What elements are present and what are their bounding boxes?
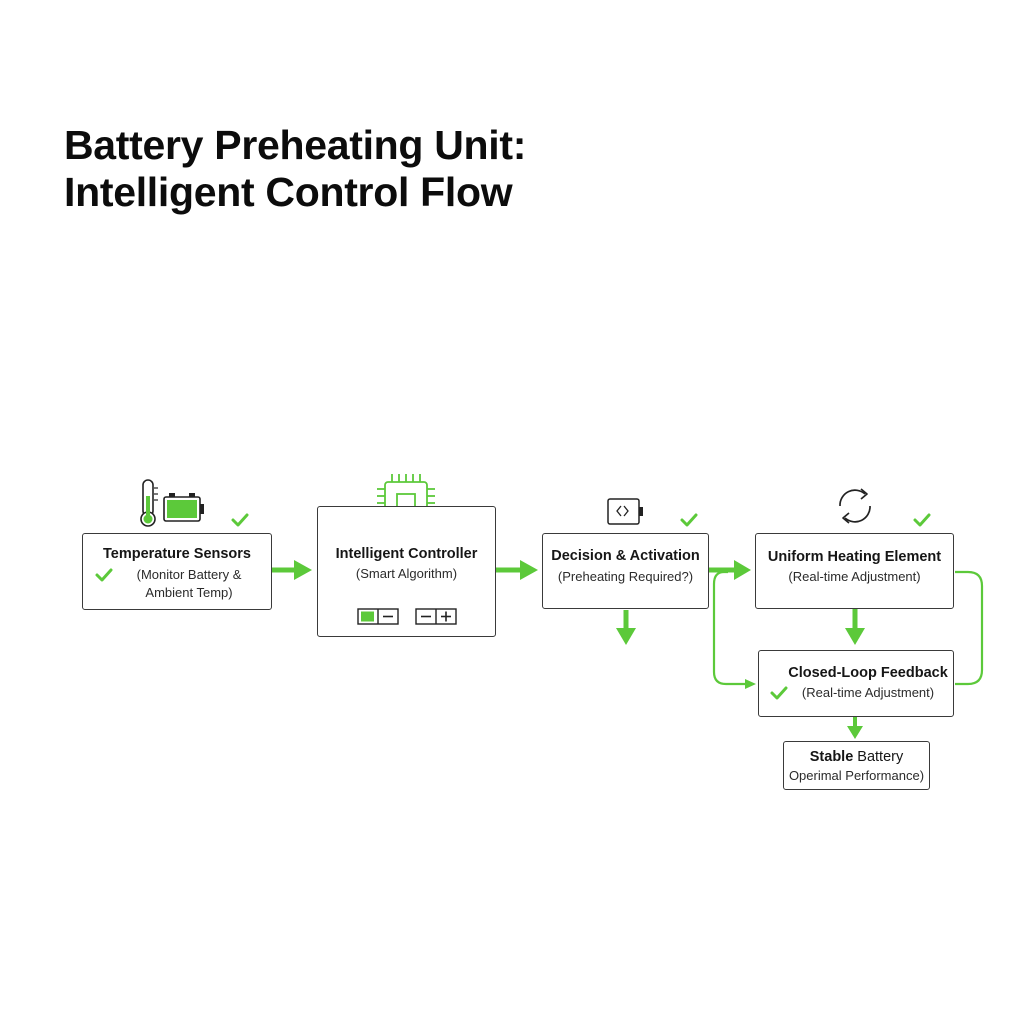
- node-title: Stable Battery: [784, 749, 929, 765]
- check-icon: [231, 513, 249, 527]
- loop-left-arrowhead: [745, 679, 756, 689]
- node-title: Temperature Sensors: [102, 546, 251, 562]
- loop-right-connector: [955, 570, 984, 686]
- toggle-icon: [357, 608, 399, 625]
- check-icon: [95, 568, 113, 582]
- refresh-icon: [839, 488, 871, 524]
- loop-left-connector: [712, 570, 746, 686]
- closed-loop-feedback-node: Closed-Loop Feedback (Real-time Adjustme…: [758, 650, 954, 717]
- node-title-bold: Stable: [809, 749, 854, 765]
- node-title: Closed-Loop Feedback: [788, 665, 948, 681]
- node-title: Decision & Activation: [551, 548, 700, 564]
- battery-icon: [163, 493, 204, 522]
- arrow-sensors-to-controller: [272, 560, 312, 580]
- title-line-2: Intelligent Control Flow: [64, 169, 513, 215]
- node-subtitle: (Preheating Required?): [557, 569, 694, 584]
- minus-plus-icon: [415, 608, 457, 625]
- node-subtitle: (Smart Algorithm): [355, 566, 458, 581]
- arrow-decision-down: [616, 610, 636, 645]
- intelligent-controller-node: Intelligent Controller (Smart Algorithm): [317, 506, 496, 637]
- node-subtitle: Operimal Performance): [788, 768, 925, 783]
- temperature-sensors-node: Temperature Sensors (Monitor Battery & A…: [82, 533, 272, 610]
- node-subtitle-line-1: (Monitor Battery &: [136, 567, 242, 582]
- decision-activation-node: Decision & Activation (Preheating Requir…: [542, 533, 709, 609]
- stable-battery-node: Stable Battery Operimal Performance): [783, 741, 930, 790]
- thermometer-icon: [140, 479, 158, 527]
- sensors-icon-group: [140, 479, 204, 527]
- node-title-rest: Battery: [853, 749, 904, 765]
- check-icon: [680, 513, 698, 527]
- check-icon: [913, 513, 931, 527]
- arrow-heating-to-feedback: [845, 609, 865, 645]
- arrow-feedback-to-stable: [847, 717, 863, 739]
- title-line-1: Battery Preheating Unit:: [64, 122, 527, 168]
- node-subtitle-line-2: Ambient Temp): [145, 585, 233, 600]
- check-icon: [770, 686, 788, 700]
- battery-switch-icon: [607, 498, 643, 525]
- uniform-heating-element-node: Uniform Heating Element (Real-time Adjus…: [755, 533, 954, 609]
- node-subtitle: (Real-time Adjustment): [801, 685, 935, 700]
- arrow-decision-to-heating: [709, 560, 751, 580]
- node-title: Intelligent Controller: [335, 546, 478, 562]
- arrow-controller-to-decision: [496, 560, 538, 580]
- page-title: Battery Preheating Unit: Intelligent Con…: [64, 122, 526, 216]
- node-subtitle: (Real-time Adjustment): [788, 569, 921, 584]
- node-title: Uniform Heating Element: [767, 549, 942, 565]
